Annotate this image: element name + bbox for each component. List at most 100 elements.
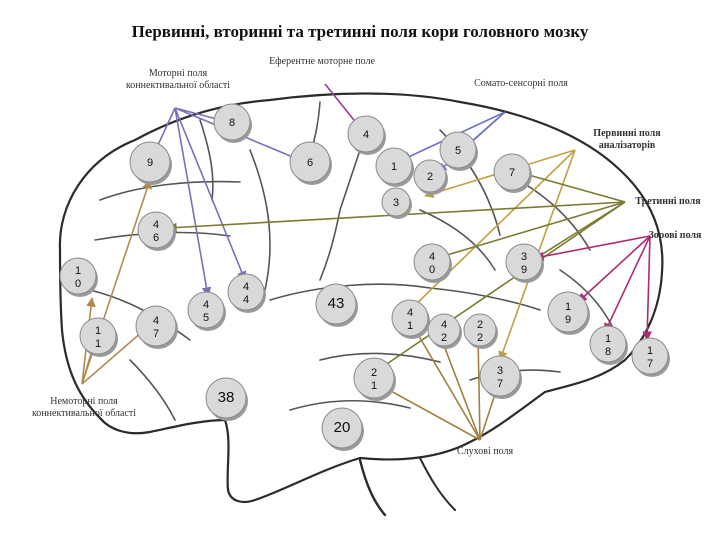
field-node-39: 39 bbox=[505, 243, 544, 283]
label-motor-connective: Моторні поля коннективальної області bbox=[125, 68, 231, 91]
field-node-circle bbox=[375, 147, 413, 185]
field-label-line1: 4 bbox=[363, 129, 369, 141]
field-node-37: 37 bbox=[479, 355, 522, 399]
field-node-circle bbox=[427, 313, 461, 347]
field-label-line1: 3 bbox=[521, 251, 527, 263]
field-node-circle bbox=[439, 131, 477, 169]
field-label-line1: 4 bbox=[429, 251, 435, 263]
field-node-2: 2 bbox=[413, 159, 448, 195]
diagram-title: Первинні, вторинні та третинні поля кори… bbox=[131, 22, 589, 41]
field-node-46: 46 bbox=[137, 211, 176, 251]
field-node-22: 22 bbox=[463, 313, 498, 349]
field-label-line1: 4 bbox=[441, 319, 447, 331]
label-nonmotor-connective: Немоторні поля коннективальної області bbox=[31, 396, 137, 419]
field-node-1: 1 bbox=[375, 147, 414, 187]
field-node-5: 5 bbox=[439, 131, 478, 171]
field-label-line1: 20 bbox=[334, 419, 351, 436]
field-node-18: 18 bbox=[589, 325, 628, 365]
field-label-line1: 1 bbox=[95, 325, 101, 337]
field-label-line1: 2 bbox=[477, 319, 483, 331]
field-label-line1: 5 bbox=[455, 145, 461, 157]
field-node-circle bbox=[227, 273, 265, 311]
field-node-circle bbox=[391, 299, 429, 337]
field-node-circle bbox=[479, 355, 521, 397]
field-node-42: 42 bbox=[427, 313, 462, 349]
label-primary-fields: Первинні поля аналізаторів bbox=[593, 128, 661, 151]
field-label-line2: 7 bbox=[497, 378, 503, 390]
field-node-circle bbox=[205, 377, 247, 419]
field-node-47: 47 bbox=[135, 305, 178, 349]
label-visual-fields: Зорові поля bbox=[648, 230, 702, 241]
field-node-circle bbox=[321, 407, 363, 449]
field-label-line2: 9 bbox=[521, 264, 527, 276]
field-node-circle bbox=[347, 115, 385, 153]
field-label-line2: 8 bbox=[605, 346, 611, 358]
field-label-line1: 4 bbox=[153, 219, 159, 231]
field-node-3: 3 bbox=[381, 187, 412, 219]
field-label-line2: 1 bbox=[95, 338, 101, 350]
field-label-line1: 2 bbox=[371, 367, 377, 379]
label-tertiary-fields: Третинні поля bbox=[635, 196, 701, 207]
field-label-line1: 4 bbox=[407, 307, 413, 319]
label-efferent-motor: Еферентне моторне поле bbox=[269, 56, 375, 67]
field-node-20: 20 bbox=[321, 407, 364, 451]
field-node-circle bbox=[381, 187, 411, 217]
field-node-circle bbox=[413, 243, 451, 281]
field-node-41: 41 bbox=[391, 299, 430, 339]
field-label-line1: 1 bbox=[391, 161, 397, 173]
visual-arrows bbox=[534, 235, 653, 341]
field-label-line1: 3 bbox=[497, 365, 503, 377]
field-label-line2: 7 bbox=[153, 328, 159, 340]
field-label-line1: 4 bbox=[243, 281, 249, 293]
field-node-circle bbox=[289, 141, 331, 183]
field-label-line2: 5 bbox=[203, 312, 209, 324]
field-label-line1: 4 bbox=[203, 299, 209, 311]
field-node-circle bbox=[315, 283, 357, 325]
field-label-line1: 1 bbox=[647, 345, 653, 357]
field-label-line2: 0 bbox=[75, 278, 81, 290]
field-node-circle bbox=[79, 317, 117, 355]
field-node-38: 38 bbox=[205, 377, 248, 421]
field-node-8: 8 bbox=[213, 103, 252, 143]
field-label-line2: 2 bbox=[441, 332, 447, 344]
field-label-line2: 4 bbox=[243, 294, 249, 306]
field-node-circle bbox=[59, 257, 97, 295]
field-node-circle bbox=[213, 103, 251, 141]
label-somato-sensory: Сомато-сенсорні поля bbox=[474, 78, 568, 89]
field-label-line1: 1 bbox=[605, 333, 611, 345]
field-node-19: 19 bbox=[547, 291, 590, 335]
field-node-circle bbox=[589, 325, 627, 363]
field-label-line1: 6 bbox=[307, 157, 313, 169]
field-node-21: 21 bbox=[353, 357, 396, 401]
field-node-4: 4 bbox=[347, 115, 386, 155]
field-node-circle bbox=[135, 305, 177, 347]
label-auditory-fields: Слухові поля bbox=[456, 446, 514, 457]
field-label-line2: 1 bbox=[371, 380, 377, 392]
field-label-line1: 9 bbox=[147, 157, 153, 169]
field-label-line1: 2 bbox=[427, 171, 433, 183]
field-node-circle bbox=[187, 291, 225, 329]
field-label-line1: 3 bbox=[393, 197, 399, 209]
field-node-7: 7 bbox=[493, 153, 532, 193]
field-node-circle bbox=[505, 243, 543, 281]
field-node-9: 9 bbox=[129, 141, 172, 185]
field-node-17: 17 bbox=[631, 337, 670, 377]
field-node-40: 40 bbox=[413, 243, 452, 283]
field-node-43: 43 bbox=[315, 283, 358, 327]
field-node-circle bbox=[129, 141, 171, 183]
field-node-circle bbox=[493, 153, 531, 191]
field-label-line2: 9 bbox=[565, 314, 571, 326]
field-label-line1: 7 bbox=[509, 167, 515, 179]
field-node-circle bbox=[137, 211, 175, 249]
field-node-circle bbox=[463, 313, 497, 347]
field-label-line2: 1 bbox=[407, 320, 413, 332]
field-node-45: 45 bbox=[187, 291, 226, 331]
field-node-circle bbox=[413, 159, 447, 193]
field-label-line2: 6 bbox=[153, 232, 159, 244]
field-label-line2: 0 bbox=[429, 264, 435, 276]
field-label-line1: 43 bbox=[328, 295, 345, 312]
field-label-line1: 8 bbox=[229, 117, 235, 129]
field-label-line2: 2 bbox=[477, 332, 483, 344]
field-label-line2: 7 bbox=[647, 358, 653, 370]
